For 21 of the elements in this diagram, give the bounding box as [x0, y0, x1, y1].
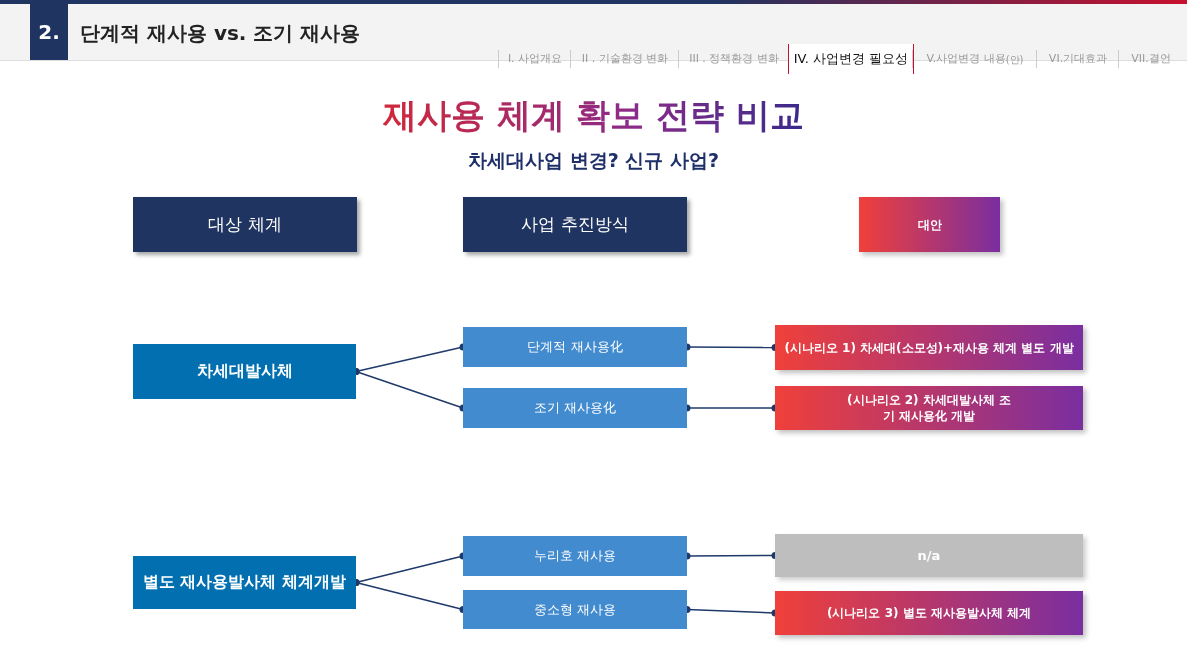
scenario-box: (시나리오 3) 별도 재사용발사체 체계 [775, 591, 1083, 635]
method-box: 누리호 재사용 [463, 536, 687, 576]
header-box: 사업 추진방식 [463, 197, 687, 252]
scenario-box: n/a [775, 534, 1083, 577]
section-number: 2. [30, 4, 68, 60]
scenario-box: (시나리오 2) 차세대발사체 조기 재사용化 개발 [775, 386, 1083, 430]
section-heading: 단계적 재사용 vs. 조기 재사용 [80, 20, 361, 47]
target-box: 차세대발사체 [133, 344, 356, 399]
tab: VI.기대효과 [1036, 50, 1119, 68]
tab: II . 기술환경 변화 [570, 50, 679, 68]
method-box: 단계적 재사용化 [463, 327, 687, 367]
target-box: 별도 재사용발사체 체계개발 [133, 556, 356, 609]
method-box: 중소형 재사용 [463, 590, 687, 629]
header-box: 대상 체계 [133, 197, 357, 252]
scenario-box: (시나리오 1) 차세대(소모성)+재사용 체계 별도 개발 [775, 325, 1083, 370]
tab: VII.결언 [1118, 50, 1183, 68]
tab: IV. 사업변경 필요성 [788, 44, 914, 74]
tab: I. 사업개요 [498, 50, 571, 68]
subtitle: 차세대사업 변경? 신규 사업? [467, 148, 720, 173]
method-box: 조기 재사용化 [463, 388, 687, 428]
header-box: 대안 [859, 197, 1000, 252]
